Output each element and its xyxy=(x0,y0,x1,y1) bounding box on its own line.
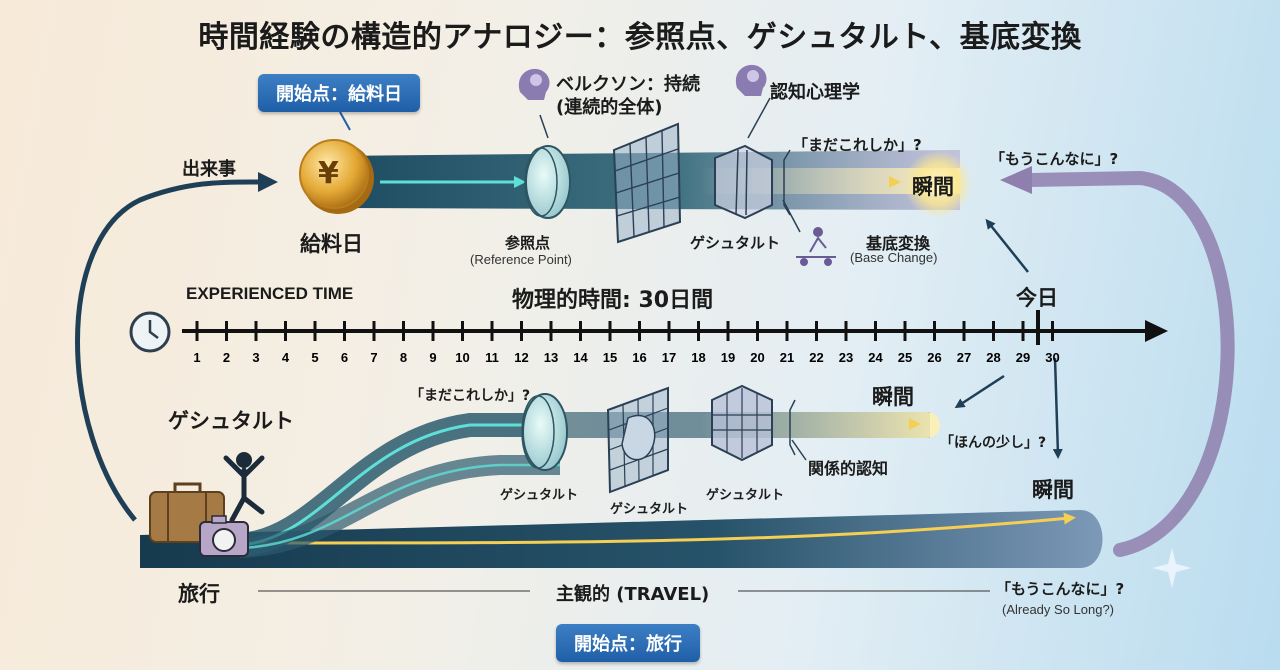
tick-label-14: 14 xyxy=(573,350,588,365)
quote-already-top: 「もうこんなに」? xyxy=(990,150,1119,168)
tick-label-7: 7 xyxy=(370,350,377,365)
coin-icon xyxy=(299,139,369,209)
tick-label-3: 3 xyxy=(252,350,259,365)
label-cognitive-psych: 認知心理学 xyxy=(770,82,860,103)
gestalt-shape-icon-bottom xyxy=(711,384,773,462)
tick-label-28: 28 xyxy=(986,350,1000,365)
left-curve-arrow xyxy=(75,179,263,522)
tick-label-5: 5 xyxy=(311,350,318,365)
camera-icon xyxy=(199,515,249,557)
tick-label-12: 12 xyxy=(514,350,528,365)
tick-label-27: 27 xyxy=(957,350,971,365)
tick-label-20: 20 xyxy=(750,350,764,365)
label-experienced-time: EXPERIENCED TIME xyxy=(186,284,354,303)
tick-label-24: 24 xyxy=(868,350,883,365)
label-gestalt-top: ゲシュタルト xyxy=(690,234,781,252)
label-bergson-sub: (連続的全体) xyxy=(556,97,663,118)
tick-label-6: 6 xyxy=(341,350,348,365)
label-payday: 給料日 xyxy=(300,232,363,256)
return-arrow-head xyxy=(1000,166,1032,194)
tick-label-4: 4 xyxy=(282,350,290,365)
head-brain-icon-cognitive xyxy=(735,64,767,96)
tick-label-16: 16 xyxy=(632,350,646,365)
quote-already-so-long-en: (Already So Long?) xyxy=(1002,602,1115,617)
label-reference-point-en: (Reference Point) xyxy=(470,252,572,267)
tick-label-18: 18 xyxy=(691,350,705,365)
today-to-moment-arrow xyxy=(985,218,1029,273)
label-gestalt-1: ゲシュタルト xyxy=(500,488,579,503)
label-gestalt-left: ゲシュタルト xyxy=(168,409,294,433)
tick-label-13: 13 xyxy=(544,350,558,365)
label-moment-bottom-1: 瞬間 xyxy=(872,385,914,409)
tick-label-1: 1 xyxy=(193,350,200,365)
lens-icon-top xyxy=(525,145,571,219)
tick-label-23: 23 xyxy=(839,350,853,365)
tick-label-19: 19 xyxy=(721,350,735,365)
tick-label-11: 11 xyxy=(485,350,499,365)
lens-icon-bottom xyxy=(522,393,568,471)
bottom-glow-arrow xyxy=(239,512,1076,545)
label-bergson: ベルクソン：持続 xyxy=(556,74,700,95)
quote-already-so-long: 「もうこんなに」? xyxy=(996,580,1125,598)
tick-label-22: 22 xyxy=(809,350,823,365)
base-change-icon xyxy=(796,227,836,266)
tick-label-2: 2 xyxy=(223,350,230,365)
jumping-person-icon xyxy=(223,452,265,523)
sparkle-icon xyxy=(1152,548,1192,588)
tick-label-25: 25 xyxy=(898,350,912,365)
label-moment-bottom-2: 瞬間 xyxy=(1032,478,1074,502)
label-base-change: 基底変換 xyxy=(866,234,931,253)
tick-label-30: 30 xyxy=(1045,350,1059,365)
arrow-to-moment-2 xyxy=(1052,357,1063,459)
label-base-change-en: (Base Change) xyxy=(850,250,938,265)
gestalt-shape-icon-top xyxy=(714,144,773,220)
quote-only-this-top: 「まだこれしか」? xyxy=(793,136,922,154)
yen-symbol: ¥ xyxy=(318,156,339,191)
arrow-to-bottom-moment xyxy=(954,374,1005,409)
tick-label-10: 10 xyxy=(455,350,469,365)
tick-label-29: 29 xyxy=(1016,350,1030,365)
left-curve-arrow-head xyxy=(258,172,278,192)
badge-start-travel: 開始点：旅行 xyxy=(556,624,700,662)
bottom-band xyxy=(140,510,1103,568)
grid-panel-icon-top xyxy=(612,122,682,244)
label-event: 出来事 xyxy=(182,159,236,180)
grid-panel-icon-bottom xyxy=(606,386,669,494)
moment-glow xyxy=(904,150,972,218)
label-gestalt-2: ゲシュタルト xyxy=(610,502,689,517)
label-subjective: 主観的 (TRAVEL) xyxy=(556,584,710,605)
label-reference-point: 参照点 xyxy=(505,234,551,252)
label-today: 今日 xyxy=(1016,286,1058,310)
tick-label-21: 21 xyxy=(780,350,794,365)
quote-just-a-little: 「ほんの少し」? xyxy=(940,435,1047,451)
tick-label-8: 8 xyxy=(400,350,407,365)
clock-icon xyxy=(129,311,171,353)
tick-label-15: 15 xyxy=(603,350,617,365)
timeline-axis xyxy=(182,310,1168,345)
quote-only-this-bottom: 「まだこれしか」? xyxy=(410,388,531,404)
label-gestalt-3: ゲシュタルト xyxy=(706,488,785,503)
head-brain-icon-bergson xyxy=(518,68,550,100)
badge-start-payday: 開始点：給料日 xyxy=(258,74,420,112)
return-arrow xyxy=(1023,170,1235,557)
label-relational-cognition: 関係的認知 xyxy=(808,459,889,478)
label-travel: 旅行 xyxy=(178,582,220,606)
tick-label-17: 17 xyxy=(662,350,676,365)
label-moment-top: 瞬間 xyxy=(912,175,954,199)
tick-label-26: 26 xyxy=(927,350,941,365)
label-physical-time: 物理的時間: 30日間 xyxy=(512,288,714,313)
page-title: 時間経験の構造的アナロジー：参照点、ゲシュタルト、基底変換 xyxy=(198,20,1082,55)
tick-label-9: 9 xyxy=(429,350,436,365)
